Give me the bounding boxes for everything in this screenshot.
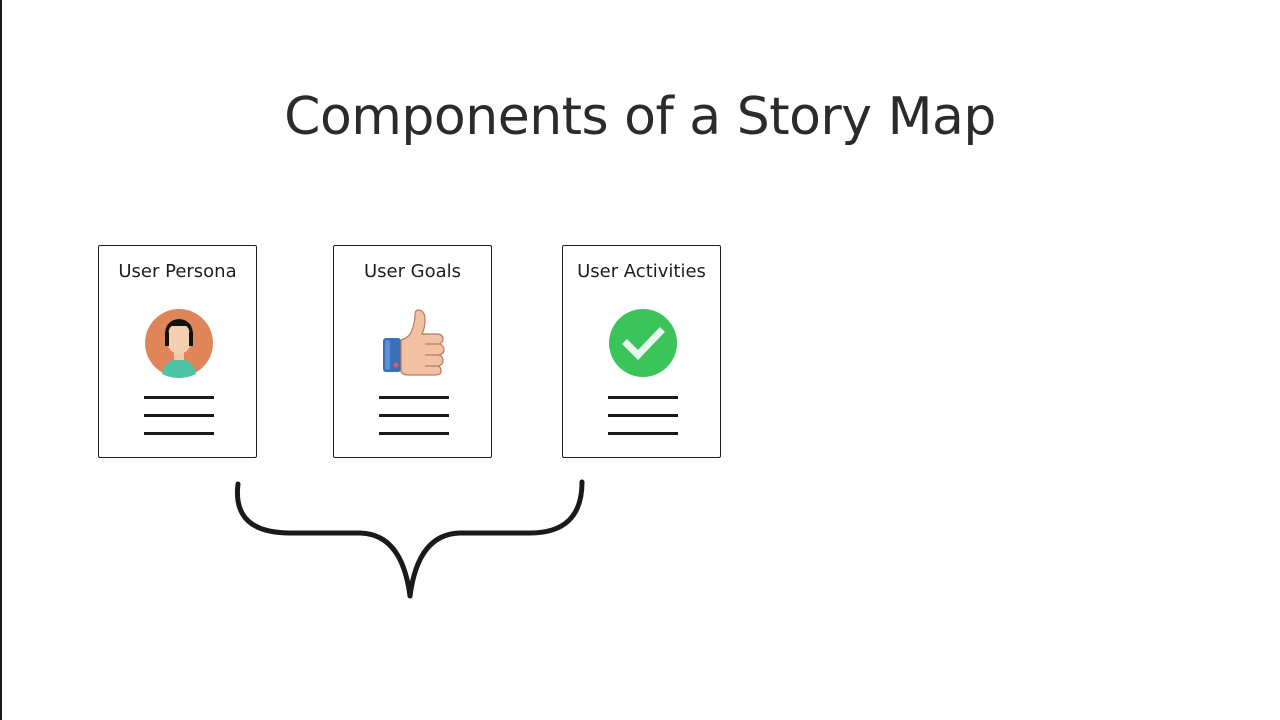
card-text-lines (144, 396, 214, 436)
card-user-goals: User Goals (333, 245, 492, 458)
card-text-lines (379, 396, 449, 436)
check-circle-icon (609, 309, 677, 377)
card-title: User Activities (577, 261, 706, 282)
curly-brace-connector (234, 479, 585, 599)
frame-edge (0, 0, 2, 720)
card-title: User Persona (118, 261, 237, 282)
slide-title: Components of a Story Map (284, 87, 996, 147)
user-avatar-icon (145, 309, 213, 378)
card-text-lines (608, 396, 678, 436)
card-user-activities: User Activities (562, 245, 721, 458)
card-title: User Goals (363, 261, 462, 282)
card-user-persona: User Persona (98, 245, 257, 458)
thumbs-up-icon (383, 309, 445, 376)
